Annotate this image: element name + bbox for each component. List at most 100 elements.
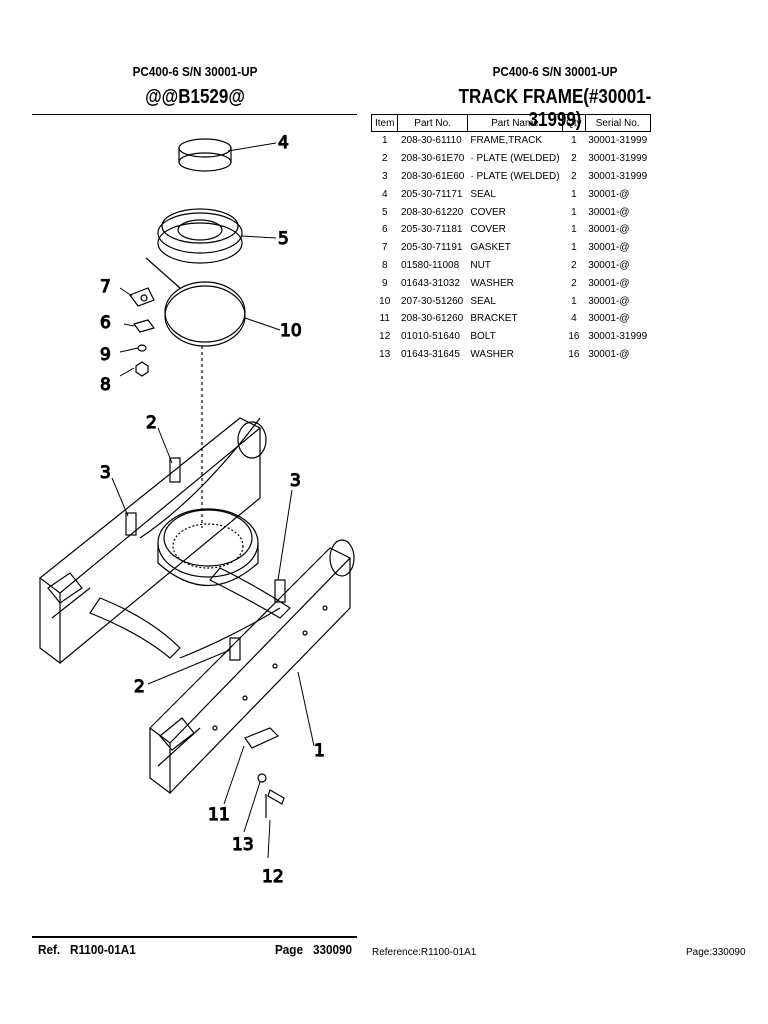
cell-name: · PLATE (WELDED) — [470, 153, 560, 165]
footer-page-right: Page:330090 — [686, 947, 746, 958]
track-frame-part-1 — [39, 417, 355, 795]
cell-partno: 205-30-71191 — [400, 242, 463, 254]
cell-item: 9 — [381, 277, 388, 289]
table-row: 7 205-30-71191 GASKET 1 30001-@ — [372, 239, 651, 257]
cell-name: COVER — [470, 206, 506, 218]
cell-name: GASKET — [470, 242, 511, 254]
cell-name: NUT — [470, 259, 491, 271]
cell-qty: 1 — [571, 135, 577, 147]
callout-leader-lines — [111, 142, 315, 859]
cell-serial: 30001-@ — [588, 295, 630, 307]
cell-item: 2 — [381, 153, 388, 165]
col-header-serial: Serial No. — [584, 114, 651, 132]
cell-partno: 208-30-61E70 — [400, 153, 465, 165]
cell-name: BRACKET — [470, 313, 518, 325]
cell-qty: 16 — [568, 348, 580, 360]
cell-partno: 208-30-61110 — [400, 135, 462, 147]
callout-4: 4 — [278, 133, 289, 153]
cell-item: 10 — [379, 295, 391, 307]
cell-name: SEAL — [470, 188, 496, 200]
table-row: 3 208-30-61E60 · PLATE (WELDED) 2 30001-3199… — [372, 168, 651, 186]
cell-item: 1 — [381, 135, 388, 147]
cell-item: 12 — [379, 331, 391, 343]
cell-qty: 2 — [571, 153, 577, 165]
cell-serial: 30001-@ — [588, 242, 630, 254]
cell-serial: 30001-31999 — [588, 170, 648, 182]
callout-5: 5 — [278, 229, 289, 249]
table-row: 11 208-30-61260 BRACKET 4 30001-@ — [372, 310, 651, 328]
cell-name: · PLATE (WELDED) — [470, 170, 560, 182]
callout-7: 7 — [100, 277, 111, 297]
footer-ref-value: R1100-01A1 — [70, 942, 136, 957]
cell-partno: 208-30-61E60 — [400, 170, 465, 182]
footer-divider — [32, 936, 357, 938]
table-header-row: Item Part No. Part Name Qty Serial No. — [370, 114, 651, 132]
callout-3-left: 3 — [100, 463, 111, 483]
parts-list-table: Item Part No. Part Name Qty Serial No. 1… — [370, 114, 651, 363]
cell-partno: 01010-51640 — [400, 331, 460, 343]
cell-item: 8 — [381, 259, 388, 271]
cell-serial: 30001-@ — [588, 259, 630, 271]
group-code: @@B1529@ — [145, 86, 245, 108]
callout-6: 6 — [100, 313, 111, 333]
cell-item: 3 — [381, 170, 388, 182]
table-row: 2 208-30-61E70 · PLATE (WELDED) 2 30001-3199… — [372, 150, 651, 168]
cell-qty: 2 — [571, 277, 577, 289]
callout-2-lower: 2 — [134, 677, 145, 697]
callout-8: 8 — [100, 375, 111, 395]
table-row: 5 208-30-61220 COVER 1 30001-@ — [372, 203, 651, 221]
callout-1: 1 — [314, 741, 325, 761]
cell-partno: 01580-11008 — [400, 259, 460, 271]
cell-qty: 4 — [571, 313, 577, 325]
cell-serial: 30001-@ — [588, 277, 630, 289]
cell-name: BOLT — [470, 331, 496, 343]
col-header-item: Item — [370, 114, 399, 132]
cell-partno: 208-30-61220 — [400, 206, 464, 218]
cell-qty: 1 — [571, 206, 577, 218]
cell-partno: 207-30-51260 — [400, 295, 464, 307]
cell-name: COVER — [470, 224, 506, 236]
col-header-qty: Qty — [562, 114, 586, 132]
callout-11: 11 — [208, 805, 230, 825]
cell-serial: 30001-@ — [588, 224, 630, 236]
cell-qty: 1 — [571, 224, 577, 236]
cell-item: 5 — [381, 206, 388, 218]
col-header-name: Part Name — [466, 114, 564, 132]
footer-page-value: 330090 — [313, 942, 353, 957]
model-serial-left: PC400-6 S/N 30001-UP — [132, 64, 258, 79]
cell-serial: 30001-@ — [588, 206, 630, 218]
cell-item: 11 — [379, 313, 390, 325]
cell-item: 13 — [379, 348, 391, 360]
cell-partno: 205-30-71171 — [400, 188, 463, 200]
cell-partno: 205-30-71181 — [400, 224, 463, 236]
callout-3-right: 3 — [290, 471, 301, 491]
cell-qty: 1 — [571, 188, 577, 200]
cell-serial: 30001-31999 — [588, 331, 648, 343]
cell-serial: 30001-@ — [588, 188, 630, 200]
footer-page-label: Page — [275, 942, 303, 957]
cell-serial: 30001-@ — [588, 313, 630, 325]
track-frame-exploded-diagram: 4 5 7 6 10 9 8 2 3 3 2 1 11 13 12 — [39, 132, 355, 888]
cell-qty: 1 — [571, 242, 577, 254]
cell-item: 7 — [381, 242, 388, 254]
callout-12: 12 — [262, 867, 284, 887]
callout-13: 13 — [232, 835, 254, 855]
small-hardware — [129, 287, 156, 377]
cell-serial: 30001-31999 — [588, 153, 648, 165]
seal-part-4 — [178, 138, 232, 172]
cell-qty: 2 — [571, 170, 577, 182]
cell-name: WASHER — [470, 277, 514, 289]
footer-ref-label: Ref. — [38, 942, 61, 957]
callout-10: 10 — [280, 321, 302, 341]
cell-partno: 208-30-61260 — [400, 313, 464, 325]
bracket-bolt-assembly — [244, 727, 285, 818]
cell-qty: 1 — [571, 295, 577, 307]
cover-part-5 — [157, 208, 243, 264]
